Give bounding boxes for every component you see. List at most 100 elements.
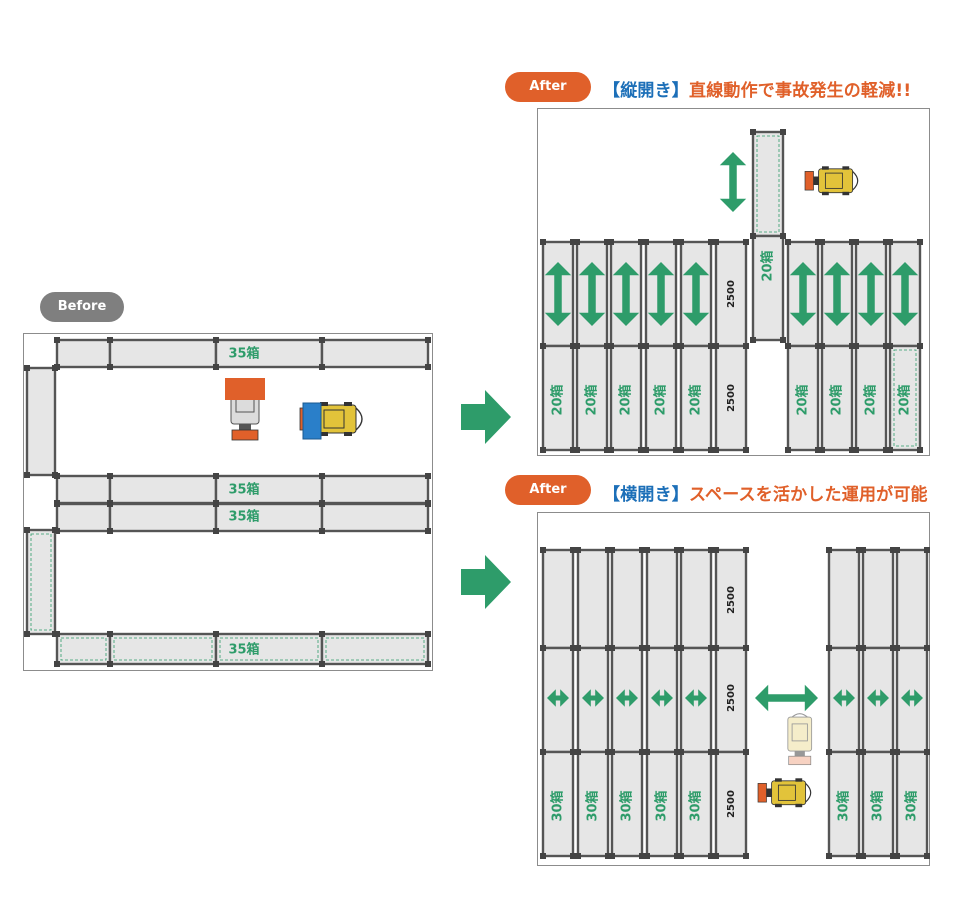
before-shelf-bay-inner (60, 637, 107, 661)
before-rack-post (213, 501, 219, 507)
after-horizontal-rack-bay (645, 750, 679, 858)
after-vertical-rack-label: 20箱 (760, 250, 776, 281)
transition-arrow-horizontal (461, 555, 511, 609)
rack-post (894, 749, 900, 755)
rack-post (708, 239, 714, 245)
before-shelf-bay (55, 338, 112, 369)
after-vertical-arrow (578, 262, 606, 326)
after-horizontal-arrow (901, 689, 923, 707)
rack-post (887, 239, 893, 245)
rack-post (575, 749, 581, 755)
rack-post (605, 645, 611, 651)
after-horizontal-arrow (685, 689, 707, 707)
after-vertical-rack-top (714, 240, 748, 348)
after-horizontal-rack-label: 30箱 (585, 790, 601, 821)
rack-post (570, 239, 576, 245)
rack-post (644, 749, 650, 755)
before-rack-post (213, 337, 219, 343)
rack-post (713, 239, 719, 245)
after-horizontal-title-text: スペースを活かした運用が可能 (689, 485, 928, 505)
forklift-wheel (795, 803, 803, 808)
rack-post (609, 853, 615, 859)
forklift-wheel (320, 402, 328, 406)
after-horizontal-rack-bay (679, 548, 713, 650)
rack-post (678, 447, 684, 453)
after-vertical-title: 【縦開き】直線動作で事故発生の軽減!! (603, 76, 911, 101)
after-horizontal-rack-bay (827, 548, 861, 650)
forklift-fork (757, 783, 767, 803)
after-vertical-arrow (823, 262, 851, 326)
rack-post (643, 447, 649, 453)
rack-post (678, 547, 684, 553)
forklift-wheel (822, 166, 829, 170)
forklift-mast (239, 424, 251, 430)
after-vertical-forklift (804, 166, 859, 196)
rack-post (856, 749, 862, 755)
rack-post (826, 853, 832, 859)
before-shelf-label: 35箱 (228, 642, 259, 658)
before-rack-post (319, 501, 325, 507)
after-vertical-rack-top (820, 240, 854, 348)
after-horizontal-rack-bay (541, 548, 575, 650)
rack-post (678, 239, 684, 245)
rack-post (780, 129, 786, 135)
after-horizontal-rack-bay (541, 750, 575, 858)
after-vertical-rack-bottom (714, 344, 748, 452)
rack-post (853, 343, 859, 349)
forklift-wheel (795, 778, 803, 782)
rack-post (917, 239, 923, 245)
after-horizontal-travel-arrow (755, 684, 818, 712)
rack-post (605, 853, 611, 859)
after-horizontal-rack-bay (714, 548, 748, 650)
rack-post (678, 853, 684, 859)
rack-post (883, 343, 889, 349)
rack-post (883, 447, 889, 453)
rack-post (674, 645, 680, 651)
rack-post (890, 645, 896, 651)
forklift-wheel (775, 803, 782, 808)
rack-post (24, 631, 30, 637)
after-horizontal-arrow (867, 689, 889, 707)
forklift-wheel (842, 191, 850, 196)
after-vertical-rack-moved (751, 130, 785, 238)
before-rack-post (107, 528, 113, 534)
before-vertical-rack-inner (30, 533, 52, 631)
before-pallet-orange (225, 378, 265, 400)
rack-post (708, 749, 714, 755)
rack-post (540, 547, 546, 553)
rack-post (713, 447, 719, 453)
rack-post (917, 447, 923, 453)
rack-post (678, 343, 684, 349)
before-rack-post (107, 364, 113, 370)
rack-post (643, 239, 649, 245)
before-rack-post (107, 473, 113, 479)
rack-post (540, 749, 546, 755)
after-horizontal-rack-bay (645, 548, 679, 650)
before-shelf-bay (55, 502, 112, 533)
after-vertical-rack-bottom (644, 344, 678, 452)
rack-post (608, 239, 614, 245)
after-vertical-arrow (891, 262, 919, 326)
rack-post (644, 645, 650, 651)
after-vertical-rack-bottom (541, 344, 575, 452)
before-rack-post (213, 473, 219, 479)
after-horizontal-rack-bay (895, 548, 929, 650)
before-shelf-bay (214, 632, 324, 666)
after-vertical-label: After (505, 72, 591, 102)
rack-post (924, 645, 930, 651)
before-shelf-bay (320, 502, 430, 533)
before-rack-post (319, 661, 325, 667)
rack-post (849, 447, 855, 453)
rack-post (574, 239, 580, 245)
rack-post (674, 853, 680, 859)
after-vertical-arrow (682, 262, 710, 326)
after-vertical-rack-bottom (786, 344, 820, 452)
before-shelf-label: 35箱 (228, 482, 259, 498)
after-horizontal-rack-bay (714, 750, 748, 858)
forklift-fork (788, 755, 812, 766)
rack-post (780, 337, 786, 343)
after-vertical-rack-label: 20箱 (688, 384, 704, 415)
rack-post (853, 239, 859, 245)
after-vertical-rack-bottom (609, 344, 643, 452)
rack-post (750, 233, 756, 239)
